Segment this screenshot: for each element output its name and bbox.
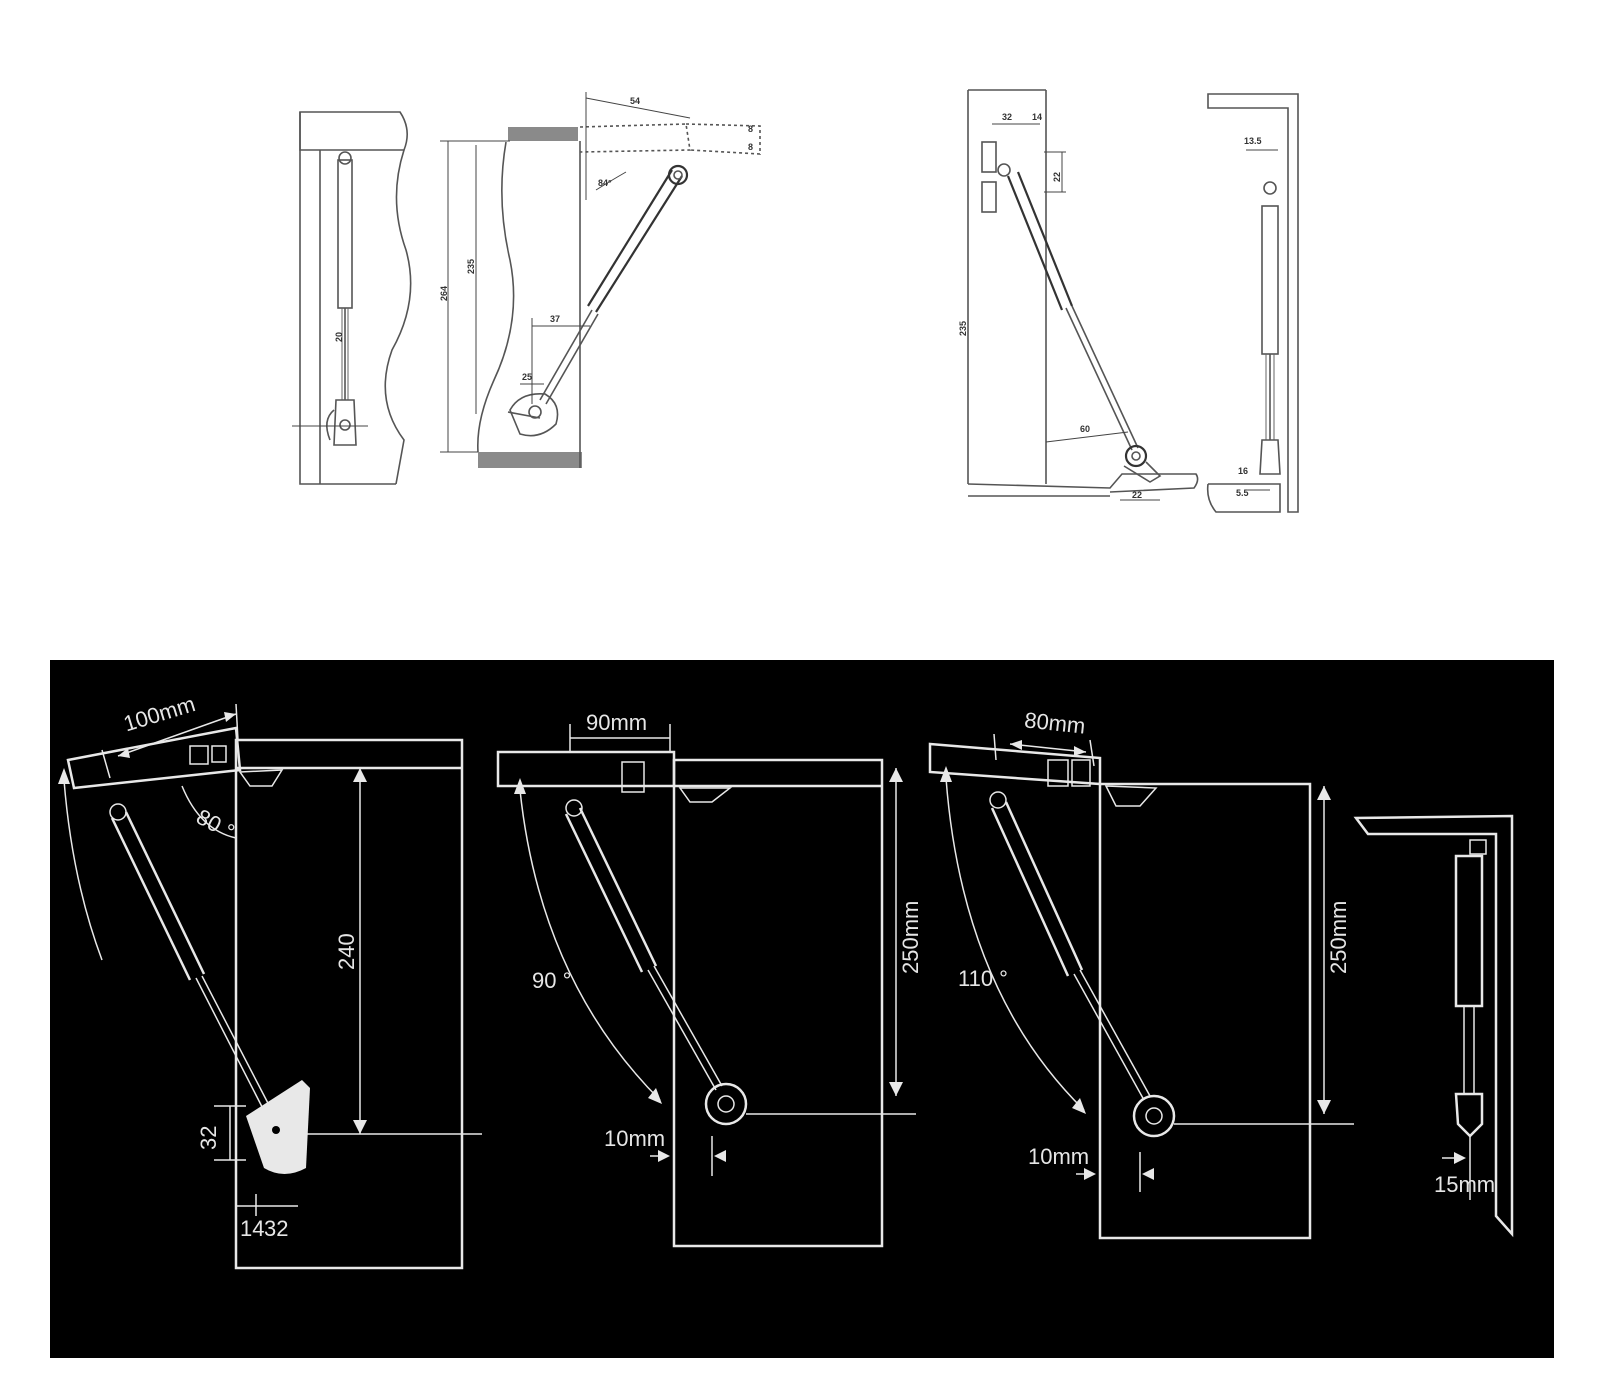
angle-84-label: 84° bbox=[598, 178, 612, 188]
dim-16-label: 16 bbox=[1238, 466, 1248, 476]
top-drawing-panel: 20 264 235 54 8 8 84° bbox=[0, 0, 1600, 640]
d1-dim-14-label: 14 bbox=[240, 1216, 264, 1241]
top-drawings-svg: 20 264 235 54 8 8 84° bbox=[292, 89, 1299, 513]
d1-angle-label: 80 ° bbox=[192, 804, 239, 845]
dim-22-bottom-label: 22 bbox=[1132, 490, 1142, 500]
dim-54-label: 54 bbox=[630, 96, 640, 106]
d3-width-label: 80mm bbox=[1023, 707, 1086, 738]
dim-264-label: 264 bbox=[439, 286, 449, 301]
dim-235-label: 235 bbox=[466, 259, 476, 274]
d1-height-label: 240 bbox=[334, 933, 359, 970]
d1-width-label: 100mm bbox=[121, 691, 198, 736]
d2-height-label: 250mm bbox=[898, 901, 923, 974]
drawing-front-view: 13.5 16 5.5 bbox=[1206, 93, 1299, 513]
dim-13-5-label: 13.5 bbox=[1244, 136, 1262, 146]
d2-offset-label: 10mm bbox=[604, 1126, 665, 1151]
dim-14-label: 14 bbox=[1032, 112, 1042, 122]
diagram-90-degree: 90mm 250mm 90 ° 10mm bbox=[496, 710, 923, 1248]
d3-offset-label: 10mm bbox=[1028, 1144, 1089, 1169]
d2-angle-label: 90 ° bbox=[532, 968, 571, 993]
bottom-drawing-panel: 80 ° 100mm 240 32 14 32 bbox=[50, 660, 1554, 1358]
dim-rod-label: 20 bbox=[334, 332, 344, 342]
d4-offset-label: 15mm bbox=[1434, 1172, 1495, 1197]
diagram-110-degree: 80mm 250mm 110 ° 10mm bbox=[928, 707, 1354, 1240]
dim-235-right-label: 235 bbox=[958, 321, 968, 336]
dim-8-right-label: 8 bbox=[748, 142, 753, 152]
diagram-front-view: 15mm bbox=[1353, 814, 1514, 1238]
d3-angle-label: 110 ° bbox=[958, 966, 1008, 991]
dim-32-label: 32 bbox=[1002, 112, 1012, 122]
drawing-open-side-view: 264 235 54 8 8 84° 37 25 bbox=[439, 92, 761, 468]
d1-dim-32-left-label: 32 bbox=[196, 1126, 221, 1150]
drawing-closed-side-view: 20 bbox=[292, 111, 412, 485]
bottom-drawings-svg: 80 ° 100mm 240 32 14 32 bbox=[58, 691, 1514, 1270]
d2-width-label: 90mm bbox=[586, 710, 647, 735]
dim-5-5-label: 5.5 bbox=[1236, 488, 1249, 498]
dim-37-label: 37 bbox=[550, 314, 560, 324]
d3-height-label: 250mm bbox=[1326, 901, 1351, 974]
dim-8-top-label: 8 bbox=[748, 124, 753, 134]
drawing-flap-down-view: 32 14 22 235 60 22 bbox=[958, 89, 1199, 501]
dim-60-label: 60 bbox=[1080, 424, 1090, 434]
dim-22-label: 22 bbox=[1052, 172, 1062, 182]
dim-25-label: 25 bbox=[522, 372, 532, 382]
diagram-80-degree: 80 ° 100mm 240 32 14 32 bbox=[58, 691, 482, 1270]
d1-dim-32-bottom-label: 32 bbox=[264, 1216, 288, 1241]
